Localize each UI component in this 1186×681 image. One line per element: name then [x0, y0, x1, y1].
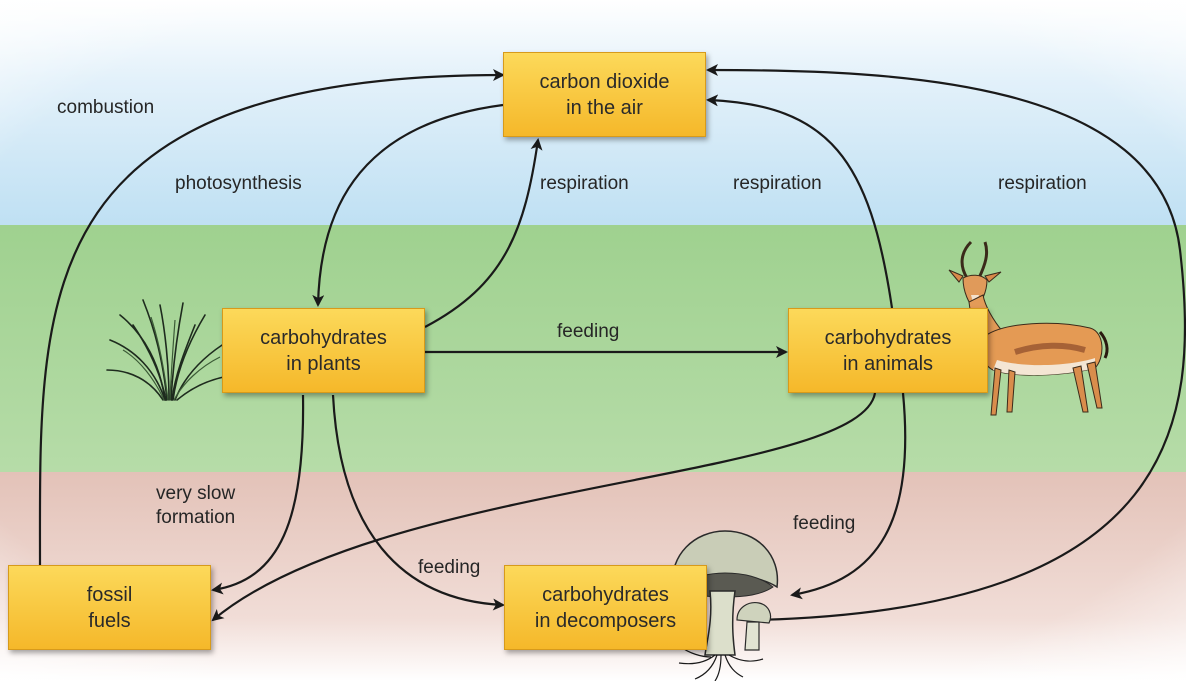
label-feeding-plants-animals: feeding	[557, 321, 620, 342]
fossil-box-line1: fossil	[86, 583, 133, 606]
plants-box-line1: carbohydrates	[260, 326, 387, 349]
plants-box-line2: in plants	[286, 352, 361, 375]
label-feeding-decomposers-left: feeding	[418, 557, 481, 578]
arrow-feeding-animals-decomposers	[790, 392, 907, 600]
arrow-respiration-decomposers	[706, 64, 1186, 622]
fossil-fuels-box: fossil fuels	[8, 565, 211, 650]
co2-box-line2: in the air	[566, 96, 643, 119]
label-photosynthesis: photosynthesis	[175, 173, 302, 194]
fossil-box-line2: fuels	[88, 609, 131, 632]
decomposers-box: carbohydrates in decomposers	[504, 565, 707, 650]
label-very-slow-formation: very slow formation	[156, 482, 235, 530]
arrow-feeding-plants-decomposers	[331, 394, 505, 611]
label-feeding-decomposers-right: feeding	[793, 513, 856, 534]
label-very-slow: very slow	[156, 483, 236, 504]
arrow-formation-plants-fossil	[211, 394, 305, 595]
grass-icon	[106, 299, 238, 401]
arrow-combustion	[38, 69, 505, 566]
decomposers-box-line1: carbohydrates	[542, 583, 669, 606]
label-formation: formation	[156, 507, 236, 528]
arrow-respiration-animals	[706, 94, 894, 309]
arrow-formation-animals-fossil	[211, 392, 877, 622]
arrow-respiration-plants	[424, 138, 543, 328]
arrow-photosynthesis	[312, 103, 504, 307]
animals-box-line2: in animals	[842, 352, 934, 375]
label-respiration-decomposers: respiration	[998, 173, 1087, 194]
decomposers-box-line2: in decomposers	[534, 609, 677, 632]
co2-box-line1: carbon dioxide	[539, 70, 670, 93]
label-respiration-animals: respiration	[733, 173, 822, 194]
co2-box: carbon dioxide in the air	[503, 52, 706, 137]
animals-box: carbohydrates in animals	[788, 308, 988, 393]
label-combustion: combustion	[57, 97, 155, 118]
label-respiration-plants: respiration	[540, 173, 629, 194]
plants-box: carbohydrates in plants	[222, 308, 425, 393]
animals-box-line1: carbohydrates	[824, 326, 952, 349]
